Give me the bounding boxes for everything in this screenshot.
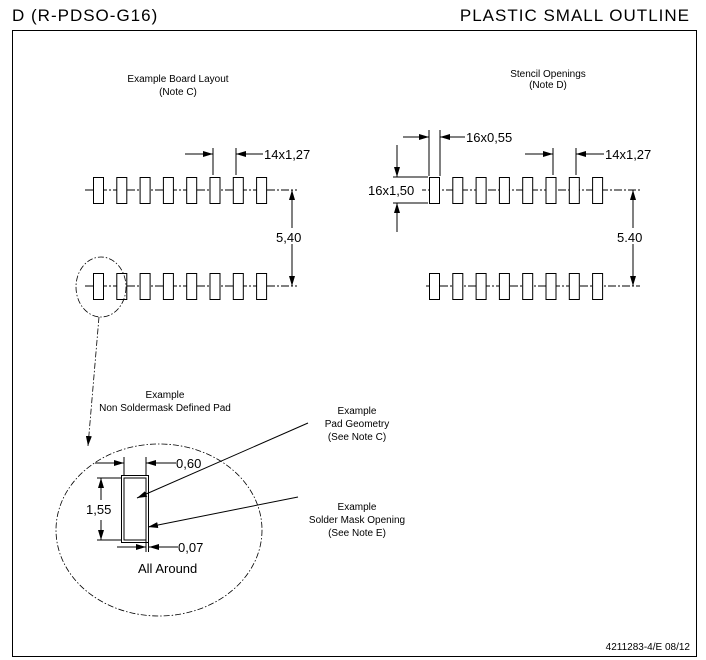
pad <box>256 177 268 204</box>
board-layout: Example Board Layout (Note C) 14x1,27 5,… <box>75 74 310 447</box>
board-layout-note: (Note C) <box>159 87 197 98</box>
pad <box>116 273 128 300</box>
pad <box>452 273 464 300</box>
pad <box>186 273 198 300</box>
pad <box>498 177 510 204</box>
pad-width-label: 0,60 <box>176 456 201 471</box>
pad <box>475 273 487 300</box>
pad <box>232 177 244 204</box>
pad-geometry-callout-2: Pad Geometry <box>325 419 389 430</box>
opening-width-label: 16x0,55 <box>466 130 512 145</box>
pad <box>568 177 580 204</box>
pad <box>232 273 244 300</box>
mask-opening-leader <box>147 496 299 528</box>
pad-detail: Example Non Soldermask Defined Pad 0,60 … <box>55 390 405 617</box>
pitch-label: 14x1,27 <box>264 147 310 162</box>
pad <box>545 177 557 204</box>
pad-geometry-callout-1: Example <box>338 406 377 417</box>
detail-leader <box>85 316 100 447</box>
mask-opening-callout-3: (See Note E) <box>328 528 386 539</box>
mask-opening-callout-1: Example <box>338 502 377 513</box>
pad <box>139 177 151 204</box>
pad <box>93 177 104 204</box>
pad <box>429 273 440 300</box>
clearance-label: 0,07 <box>178 540 203 555</box>
package-code: D (R-PDSO-G16) <box>12 6 158 25</box>
pad <box>186 177 198 204</box>
row-spacing-label: 5,40 <box>276 230 301 245</box>
pad <box>93 273 104 300</box>
stencil-title: Stencil Openings <box>510 69 586 80</box>
solder-mask-opening <box>121 475 149 543</box>
opening-length-label: 16x1,50 <box>368 183 414 198</box>
pad <box>475 177 487 204</box>
pad <box>256 273 268 300</box>
pad <box>452 177 464 204</box>
stencil-pitch-label: 14x1,27 <box>605 147 651 162</box>
pad <box>162 273 174 300</box>
pad <box>592 177 604 204</box>
pad <box>592 273 604 300</box>
stencil-row-spacing-label: 5.40 <box>617 230 642 245</box>
pad-length-label: 1,55 <box>86 502 111 517</box>
stencil-openings: Stencil Openings (Note D) 16x0,55 16x1,5… <box>366 69 651 300</box>
board-pads <box>93 177 268 300</box>
pad <box>568 273 580 300</box>
pad <box>522 273 534 300</box>
drawing-frame <box>12 30 697 657</box>
pad <box>162 177 174 204</box>
package-type: PLASTIC SMALL OUTLINE <box>460 6 690 25</box>
pad <box>522 177 534 204</box>
pad <box>209 177 221 204</box>
pad-geometry <box>123 477 147 541</box>
detail-title-2: Non Soldermask Defined Pad <box>99 403 231 414</box>
stencil-note: (Note D) <box>529 80 567 91</box>
pad <box>116 177 128 204</box>
pad-geometry-callout-3: (See Note C) <box>328 432 386 443</box>
detail-circle <box>55 443 263 617</box>
pad <box>209 273 221 300</box>
detail-callout-circle <box>75 256 127 318</box>
pad <box>498 273 510 300</box>
drawing-number: 4211283-4/E 08/12 <box>606 642 691 653</box>
pad <box>139 273 151 300</box>
pad <box>545 273 557 300</box>
detail-title-1: Example <box>146 390 185 401</box>
mask-opening-callout-2: Solder Mask Opening <box>309 515 405 526</box>
pad-geometry-leader <box>136 422 309 499</box>
clearance-note: All Around <box>138 561 197 576</box>
board-layout-title: Example Board Layout <box>127 74 228 85</box>
pad <box>429 177 440 204</box>
stencil-pads <box>429 177 604 300</box>
